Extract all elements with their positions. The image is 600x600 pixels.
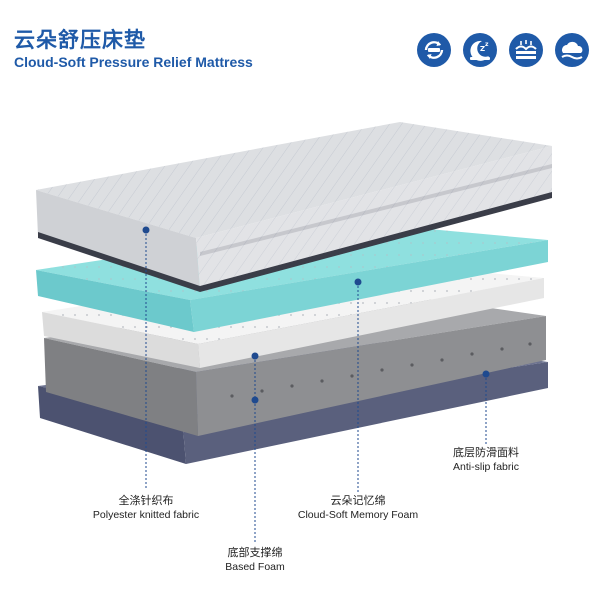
leader-dots [142, 226, 490, 404]
leader-lines [145, 230, 487, 544]
rotate-cycle-icon [417, 33, 451, 67]
title-english: Cloud-Soft Pressure Relief Mattress [14, 54, 253, 70]
sleep-moon-zzz-icon: Z z [463, 33, 497, 67]
label-based-foam: 底部支撑绵 Based Foam [225, 546, 285, 573]
svg-text:Z: Z [480, 45, 485, 53]
title-chinese: 云朵舒压床垫 [14, 28, 146, 52]
polyester-knit-cover [36, 122, 552, 292]
label-polyester-knitted-fabric: 全涤针织布 Polyester knitted fabric [92, 494, 200, 521]
label-anti-slip-fabric: 底层防滑面料 Anti-slip fabric [453, 446, 519, 473]
cloud-soft-icon [555, 33, 589, 67]
label-cloud-soft-memory-foam: 云朵记忆绵 Cloud-Soft Memory Foam [297, 494, 419, 521]
svg-text:z: z [485, 41, 489, 48]
comfort-layers-icon [509, 33, 543, 67]
